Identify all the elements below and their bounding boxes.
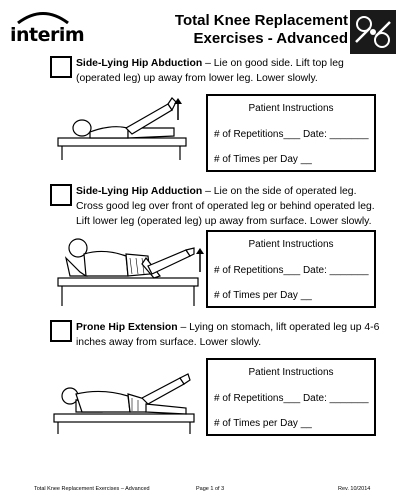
times-per-day-field[interactable]: # of Times per Day __ (214, 418, 312, 429)
repetitions-date-field[interactable]: # of Repetitions___ Date: _______ (214, 393, 369, 404)
repetitions-date-field[interactable]: # of Repetitions___ Date: _______ (214, 265, 369, 276)
times-per-day-field[interactable]: # of Times per Day __ (214, 290, 312, 301)
exercise-1-name: Side-Lying Hip Abduction (76, 58, 203, 69)
exercise-2-description: Side-Lying Hip Adduction – Lie on the si… (76, 184, 386, 229)
exercise-3-text: – Lying on stomach, lift operated leg up… (76, 322, 380, 348)
prone-hip-extension-illustration (53, 373, 195, 434)
page-title: Total Knee Replacement Exercises - Advan… (128, 12, 348, 48)
title-line-1: Total Knee Replacement (174, 12, 348, 29)
logo-arc-icon (17, 12, 69, 24)
instructions-heading: Patient Instructions (248, 367, 334, 378)
exercise-1-description: Side-Lying Hip Abduction – Lie on good s… (76, 56, 386, 86)
footer-revision: Rev. 10/2014 (338, 486, 371, 492)
times-per-day-field[interactable]: # of Times per Day __ (214, 154, 312, 165)
exercise-2-checkbox[interactable] (50, 184, 72, 206)
exercise-1-checkbox[interactable] (50, 56, 72, 78)
instructions-heading: Patient Instructions (248, 103, 334, 114)
exercise-2-text: – Lie on the side of operated leg. Cross… (76, 186, 375, 227)
exercise-1-text: – Lie on good side. Lift top leg (operat… (76, 58, 344, 84)
exercise-3-description: Prone Hip Extension – Lying on stomach, … (76, 320, 386, 350)
footer-document-title: Total Knee Replacement Exercises – Advan… (34, 486, 150, 492)
instructions-box-1: Patient Instructions # of Repetitions___… (206, 94, 376, 172)
side-lying-abduction-illustration (57, 97, 187, 160)
logo-text: interim (10, 24, 85, 46)
exercise-2-name: Side-Lying Hip Adduction (76, 186, 203, 197)
interim-logo: interim (10, 10, 85, 50)
title-line-2: Exercises - Advanced (193, 30, 348, 47)
knee-joint-icon (350, 10, 396, 54)
instructions-box-2: Patient Instructions # of Repetitions___… (206, 230, 376, 308)
exercise-3-name: Prone Hip Extension (76, 322, 178, 333)
instructions-box-3: Patient Instructions # of Repetitions___… (206, 358, 376, 436)
repetitions-date-field[interactable]: # of Repetitions___ Date: _______ (214, 129, 369, 140)
footer-page-number: Page 1 of 3 (196, 486, 225, 492)
instructions-heading: Patient Instructions (248, 239, 334, 250)
exercise-3-checkbox[interactable] (50, 320, 72, 342)
side-lying-adduction-illustration (57, 238, 204, 306)
